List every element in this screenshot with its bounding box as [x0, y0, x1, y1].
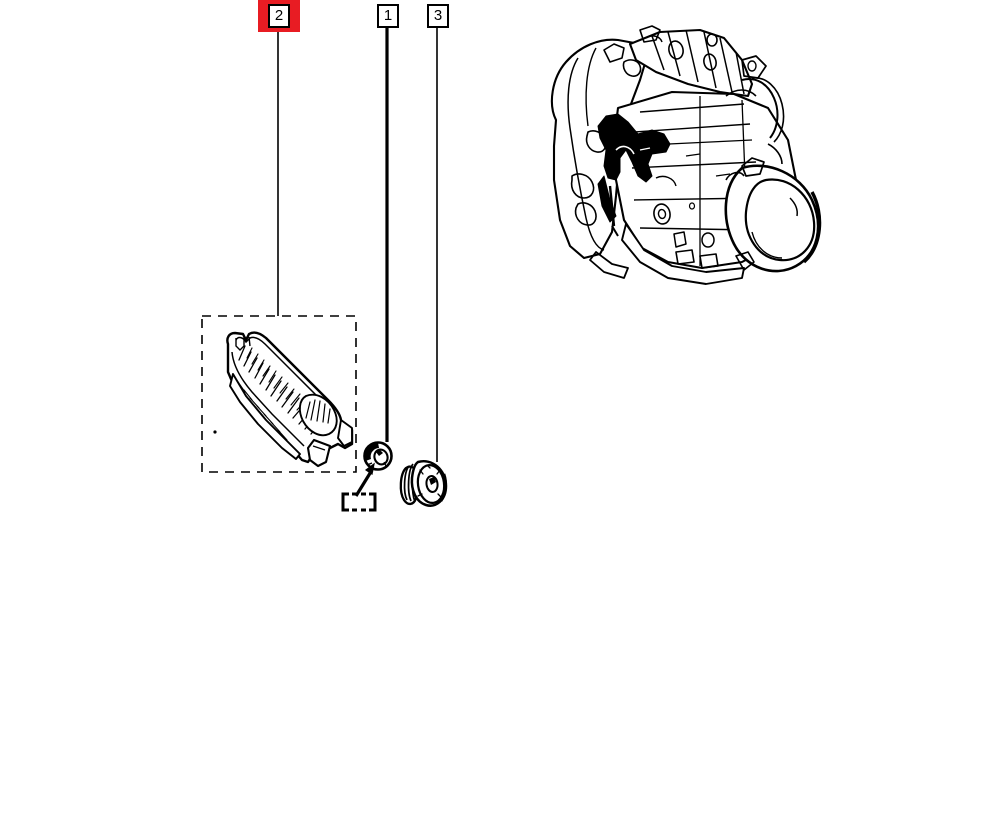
callout-label-2[interactable]: 2 — [268, 4, 290, 28]
gearbox-housing-assembly — [550, 25, 822, 285]
selection-box-dot — [213, 430, 217, 434]
part-grooved-bearing — [399, 459, 448, 507]
part-small-bushing — [363, 441, 393, 471]
callout-label-1[interactable]: 1 — [377, 4, 399, 28]
bushing-reference-arrow — [354, 462, 375, 497]
callout-label-3[interactable]: 3 — [427, 4, 449, 28]
reference-bracket-marker — [341, 492, 377, 512]
leader-lines — [277, 28, 438, 462]
part-clutch-release-fork — [226, 331, 354, 468]
release-fork-selection-box — [201, 315, 357, 473]
